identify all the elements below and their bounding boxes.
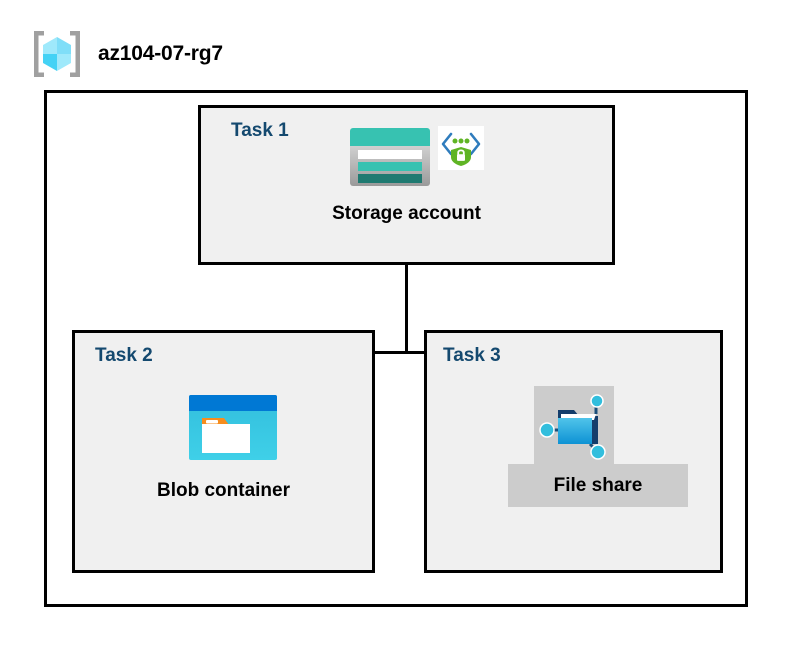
task-1-icon-group <box>348 126 484 188</box>
azure-file-share-icon <box>539 394 606 460</box>
task-box-1[interactable]: Task 1 <box>198 105 615 265</box>
storage-account-label: Storage account <box>332 203 481 224</box>
azure-resource-group-icon <box>34 31 80 77</box>
task-box-3[interactable]: Task 3 <box>424 330 723 573</box>
azure-storage-account-icon <box>350 128 430 186</box>
secure-transfer-shield-icon <box>438 126 484 170</box>
file-share-label-highlight: File share <box>508 464 688 507</box>
file-share-icon-highlight <box>534 386 614 466</box>
resource-group-header: az104-07-rg7 <box>30 28 223 80</box>
connector-storage-trunk <box>405 223 408 354</box>
blob-container-label: Blob container <box>156 480 290 501</box>
task-3-label: Task 3 <box>443 345 501 366</box>
resource-group-title: az104-07-rg7 <box>98 42 223 65</box>
file-share-label: File share <box>553 474 643 496</box>
task-box-2[interactable]: Task 2 Blob container <box>72 330 375 573</box>
azure-blob-container-icon <box>189 395 277 460</box>
task-1-label: Task 1 <box>231 120 289 141</box>
task-2-label: Task 2 <box>95 345 153 366</box>
connector-horizontal-bar <box>235 351 576 354</box>
